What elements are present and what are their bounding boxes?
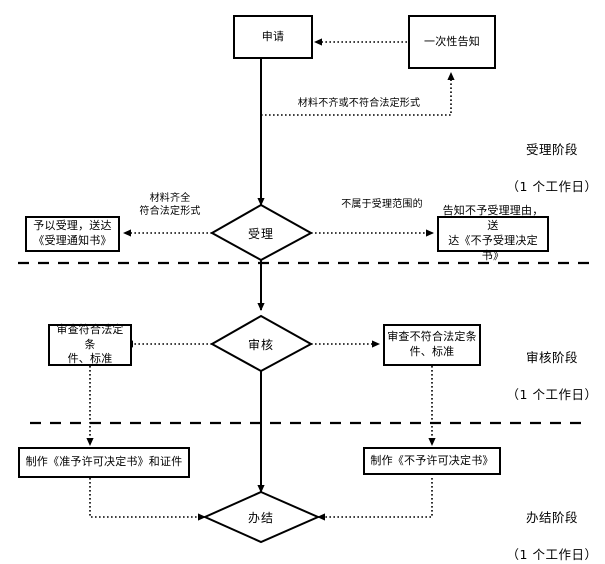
edge-grant-to-finish — [89, 478, 206, 521]
node-permit-deny-label: 制作《不予许可决定书》 — [370, 453, 494, 467]
node-permit-grant-label: 制作《准予许可决定书》和证件 — [25, 455, 183, 469]
node-accept-yes[interactable]: 予以受理，送达 《受理通知书》 — [25, 216, 120, 252]
node-apply[interactable]: 申请 — [233, 15, 313, 59]
node-review-fail[interactable]: 审查不符合法定条 件、标准 — [383, 324, 481, 366]
node-one-time-notice[interactable]: 一次性告知 — [408, 15, 496, 69]
phase-label-completion: 办结阶段 （1 个工作日） — [500, 490, 604, 564]
node-one-time-notice-label: 一次性告知 — [424, 34, 480, 48]
node-finish-text: 办结 — [247, 511, 274, 525]
node-accept-no-label: 告知不予受理理由，送 达《不予受理决定书》 — [442, 204, 544, 262]
node-permit-deny[interactable]: 制作《不予许可决定书》 — [363, 447, 501, 475]
node-finish-label[interactable]: 办结 — [211, 509, 311, 526]
node-review-fail-label: 审查不符合法定条 件、标准 — [387, 330, 477, 358]
node-review-pass[interactable]: 审查符合法定条 件、标准 — [48, 322, 132, 366]
node-review-pass-label: 审查符合法定条 件、标准 — [56, 322, 124, 366]
diamond-finish — [202, 490, 321, 544]
phase-review-duration: （1 个工作日） — [506, 387, 598, 403]
diamond-review — [209, 314, 314, 373]
edge-label-materials-incomplete: 材料不齐或不符合法定形式 — [297, 98, 421, 109]
edge-label-out-of-scope: 不属于受理范围的 — [341, 199, 423, 210]
phase-acceptance-duration: （1 个工作日） — [506, 179, 598, 195]
node-accept-text: 受理 — [247, 227, 274, 241]
node-apply-label: 申请 — [261, 29, 285, 43]
phase-review-name: 审核阶段 — [525, 349, 578, 365]
phase-label-acceptance: 受理阶段 （1 个工作日） — [500, 122, 604, 216]
diamond-accept — [209, 203, 314, 262]
phase-completion-duration: （1 个工作日） — [506, 547, 598, 563]
node-accept-label[interactable]: 受理 — [211, 225, 311, 242]
edge-deny-to-finish — [317, 478, 433, 521]
phase-completion-name: 办结阶段 — [525, 509, 578, 525]
phase-acceptance-name: 受理阶段 — [525, 141, 578, 157]
edge-label-materials-complete: 材料齐全 符合法定形式 — [139, 193, 201, 217]
node-accept-no[interactable]: 告知不予受理理由，送 达《不予受理决定书》 — [437, 204, 549, 262]
node-review-text: 审核 — [247, 338, 274, 352]
node-review-label[interactable]: 审核 — [211, 336, 311, 353]
phase-label-review: 审核阶段 （1 个工作日） — [500, 330, 604, 424]
node-accept-yes-label: 予以受理，送达 《受理通知书》 — [33, 219, 112, 247]
node-permit-grant[interactable]: 制作《准予许可决定书》和证件 — [18, 447, 190, 478]
